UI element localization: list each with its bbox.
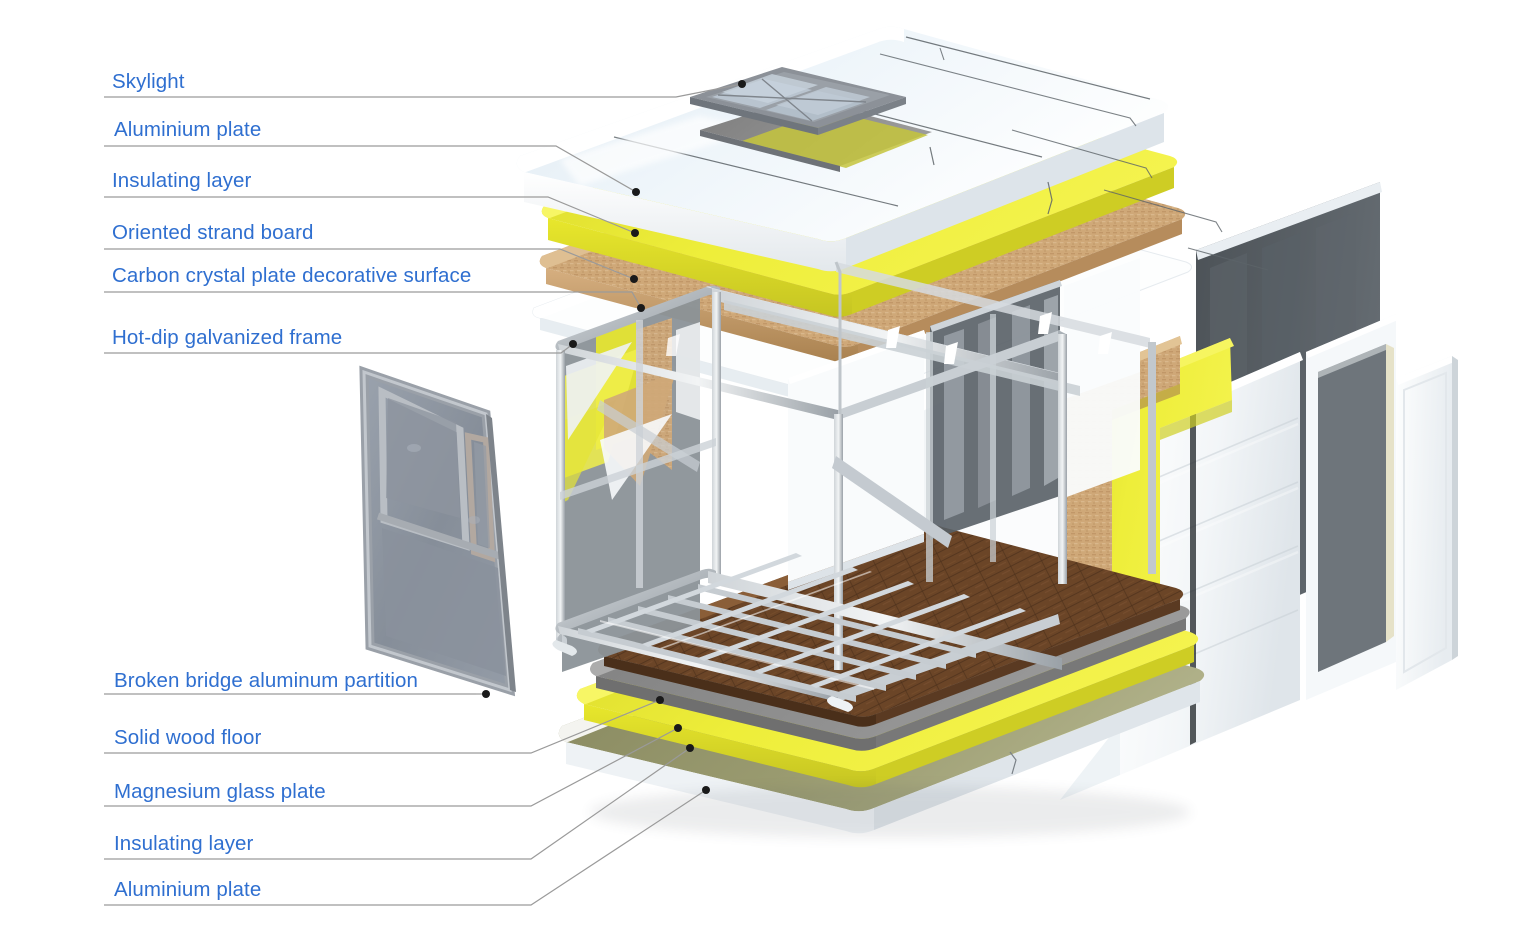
callout-label-solid-wood-floor: Solid wood floor — [114, 726, 262, 749]
right-window-unit — [1306, 314, 1398, 700]
callout-leader-line — [600, 291, 642, 309]
callout-oriented-strand-board: Oriented strand board — [104, 221, 638, 283]
frame-brackets — [666, 312, 1112, 364]
callout-leader-line — [494, 727, 679, 807]
frame-diagonal-brace — [832, 456, 952, 548]
callout-leader-line — [494, 789, 707, 906]
callout-leader-line — [520, 248, 635, 280]
callout-label-skylight: Skylight — [112, 70, 185, 93]
floor-assembly — [558, 524, 1205, 834]
callout-leader-line — [497, 196, 636, 234]
callout-label-insulating-layer-floor: Insulating layer — [114, 832, 254, 855]
callout-label-broken-bridge-aluminum-partition: Broken bridge aluminum partition — [114, 669, 418, 692]
callout-anchor-dot — [637, 304, 645, 312]
callout-anchor-dot — [632, 188, 640, 196]
callout-leader-line — [494, 747, 691, 860]
broken-bridge-aluminum-partition — [359, 365, 516, 697]
callout-leader-line — [494, 699, 661, 754]
callout-broken-bridge-aluminum-partition: Broken bridge aluminum partition — [104, 669, 490, 698]
callout-aluminium-plate-floor: Aluminium plate — [104, 786, 710, 906]
callout-anchor-dot — [630, 275, 638, 283]
callout-label-aluminium-plate-roof: Aluminium plate — [114, 118, 261, 141]
callout-carbon-crystal-plate: Carbon crystal plate decorative surface — [104, 264, 645, 312]
hot-dip-galvanized-frame — [552, 261, 1156, 712]
callout-leader-line — [520, 343, 574, 354]
callout-label-aluminium-plate-floor: Aluminium plate — [114, 878, 261, 901]
callout-anchor-dot — [631, 229, 639, 237]
callout-anchor-dot — [686, 744, 694, 752]
right-door-panel — [1377, 356, 1458, 690]
callout-anchor-dot — [738, 80, 746, 88]
callout-hot-dip-galvanized-frame: Hot-dip galvanized frame — [104, 326, 577, 354]
callout-leader-line — [497, 145, 637, 193]
soft-shadow — [590, 786, 1190, 838]
roof-guide-lines — [879, 47, 1269, 271]
callout-anchor-dot — [674, 724, 682, 732]
callout-anchor-dot — [482, 690, 490, 698]
frame-floor-grid — [552, 553, 1062, 712]
frame-mid-rail — [560, 438, 716, 500]
callout-insulating-layer-floor: Insulating layer — [104, 744, 694, 860]
callout-anchor-dot — [702, 786, 710, 794]
callout-leader-line — [628, 83, 743, 98]
callout-magnesium-glass-plate: Magnesium glass plate — [104, 724, 682, 807]
callout-aluminium-plate-roof: Aluminium plate — [104, 118, 640, 196]
callout-solid-wood-floor: Solid wood floor — [104, 696, 664, 754]
callout-anchor-dot — [569, 340, 577, 348]
interior-right-panel — [1064, 258, 1140, 498]
callout-insulating-layer-roof: Insulating layer — [104, 169, 639, 237]
callout-label-insulating-layer-roof: Insulating layer — [112, 169, 252, 192]
callout-skylight: Skylight — [104, 70, 746, 98]
callout-label-carbon-crystal-plate: Carbon crystal plate decorative surface — [112, 264, 471, 287]
callout-label-hot-dip-galvanized-frame: Hot-dip galvanized frame — [112, 326, 342, 349]
callout-label-magnesium-glass-plate: Magnesium glass plate — [114, 780, 326, 803]
callout-label-oriented-strand-board: Oriented strand board — [112, 221, 314, 244]
callout-anchor-dot — [656, 696, 664, 704]
